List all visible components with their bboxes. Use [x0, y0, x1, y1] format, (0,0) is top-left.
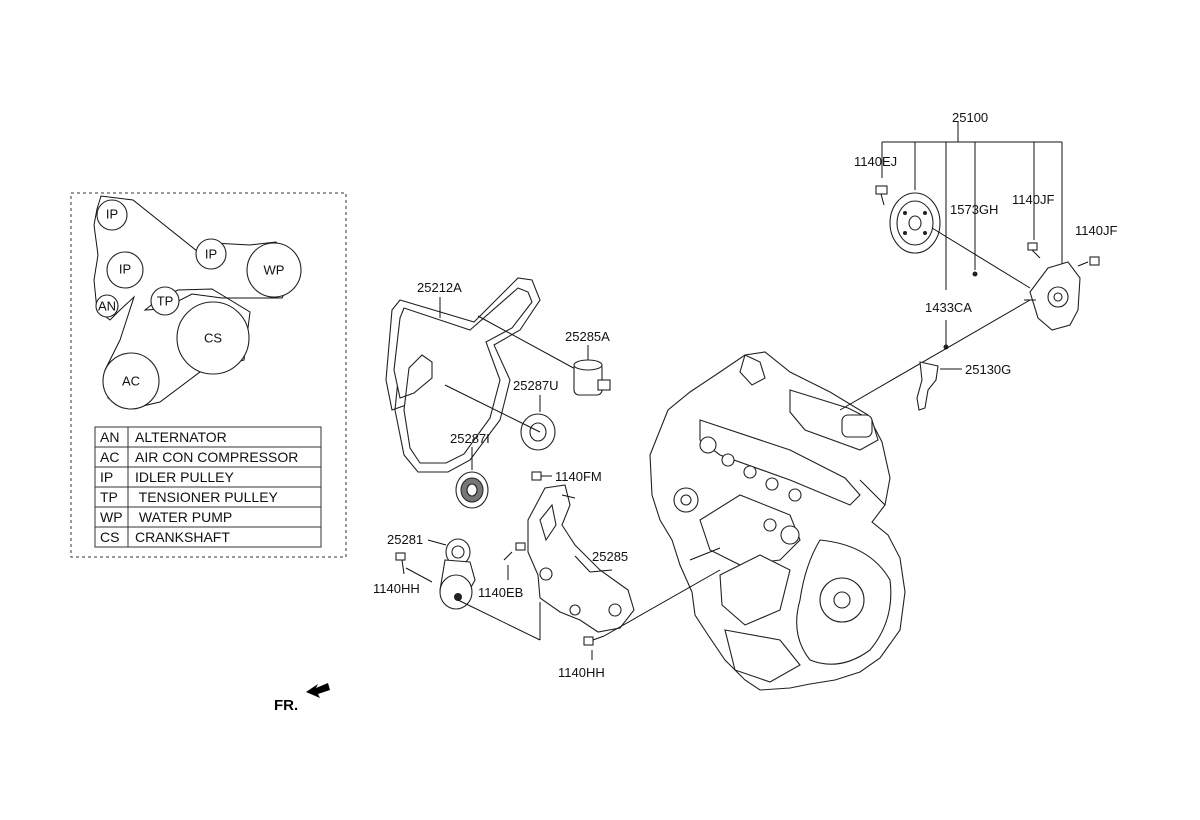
legend-name: CRANKSHAFT [135, 529, 230, 545]
pulley-label: WP [264, 263, 285, 278]
bolt-1140ej [875, 185, 888, 206]
pulley-wp [246, 242, 302, 298]
idler-pulley-25285a [573, 345, 611, 396]
legend-code: AC [100, 449, 119, 465]
legend-code: TP [100, 489, 118, 505]
part-label-1140ej: 1140EJ [854, 154, 897, 169]
idler-pulley-25287i [455, 447, 489, 509]
bolt-1140jf [1077, 256, 1100, 267]
legend-name: ALTERNATOR [135, 429, 227, 445]
part-label-25285: 25285 [592, 549, 628, 564]
bracket-25130g [916, 361, 939, 411]
bolt-1140jf [1027, 242, 1041, 259]
inset-border [70, 192, 347, 558]
part-label-25285a: 25285A [565, 329, 610, 344]
part-label-25287u: 25287U [513, 378, 559, 393]
legend-code: AN [100, 429, 119, 445]
part-label-25130g: 25130G [965, 362, 1011, 377]
drive-belt-25212a [385, 277, 541, 473]
pulley-ip-2 [195, 238, 227, 270]
part-label-1433ca: 1433CA [925, 300, 972, 315]
pulley-label: IP [205, 247, 217, 262]
pulley-label: IP [106, 207, 118, 222]
pulley-tp [150, 286, 180, 316]
pulley-label: CS [204, 331, 222, 346]
belt-route [93, 195, 299, 410]
legend-code: IP [100, 469, 113, 485]
part-label-1573gh: 1573GH [950, 202, 998, 217]
legend-code: WP [100, 509, 123, 525]
legend-table: AN ALTERNATOR AC AIR CON COMPRESSOR IP I… [94, 426, 322, 548]
belt-routing-inset: IP IP IP WP AN TP CS AC AN ALTERNATOR AC… [70, 192, 347, 558]
legend-name: IDLER PULLEY [135, 469, 234, 485]
front-label: FR. [274, 697, 298, 714]
pulley-label: IP [119, 262, 131, 277]
part-label-1140hh: 1140HH [373, 581, 420, 596]
pulley-an [95, 294, 119, 318]
bolt-1140hh [583, 635, 605, 646]
part-label-25287i: 25287I [450, 431, 490, 446]
pulley-ip-1 [96, 199, 128, 231]
legend-name: WATER PUMP [135, 509, 232, 525]
part-label-1140jf: 1140JF [1012, 192, 1054, 207]
idler-pulley-25287u [520, 395, 556, 451]
part-label-25281: 25281 [387, 532, 423, 547]
pulley-cs [176, 301, 250, 375]
pulley-label: AN [98, 299, 116, 314]
legend-name: TENSIONER PULLEY [135, 489, 279, 505]
water-pump-assembly [839, 122, 1100, 411]
part-label-1140eb: 1140EB [478, 585, 523, 600]
bolt-1140hh [395, 552, 406, 575]
part-label-1140fm: 1140FM [555, 469, 602, 484]
engine-block [649, 351, 906, 691]
part-label-1140jf: 1140JF [1075, 223, 1117, 238]
front-arrow-icon [306, 683, 330, 698]
bolt-1140eb [503, 542, 526, 580]
part-label-25212a: 25212A [417, 280, 462, 295]
front-direction-marker: FR. [274, 683, 330, 714]
pulley-label: AC [122, 374, 140, 389]
part-label-25100: 25100 [952, 110, 988, 125]
tensioner-25281 [427, 538, 476, 610]
pulley-label: TP [157, 294, 174, 309]
pulley-ac [102, 352, 160, 410]
pulley-ip-3 [106, 251, 144, 289]
legend-name: AIR CON COMPRESSOR [135, 449, 298, 465]
legend-code: CS [100, 529, 119, 545]
part-label-1140hh: 1140HH [558, 665, 605, 680]
tensioner-bracket-25285 [527, 484, 635, 633]
bolt-1140fm [531, 471, 552, 481]
